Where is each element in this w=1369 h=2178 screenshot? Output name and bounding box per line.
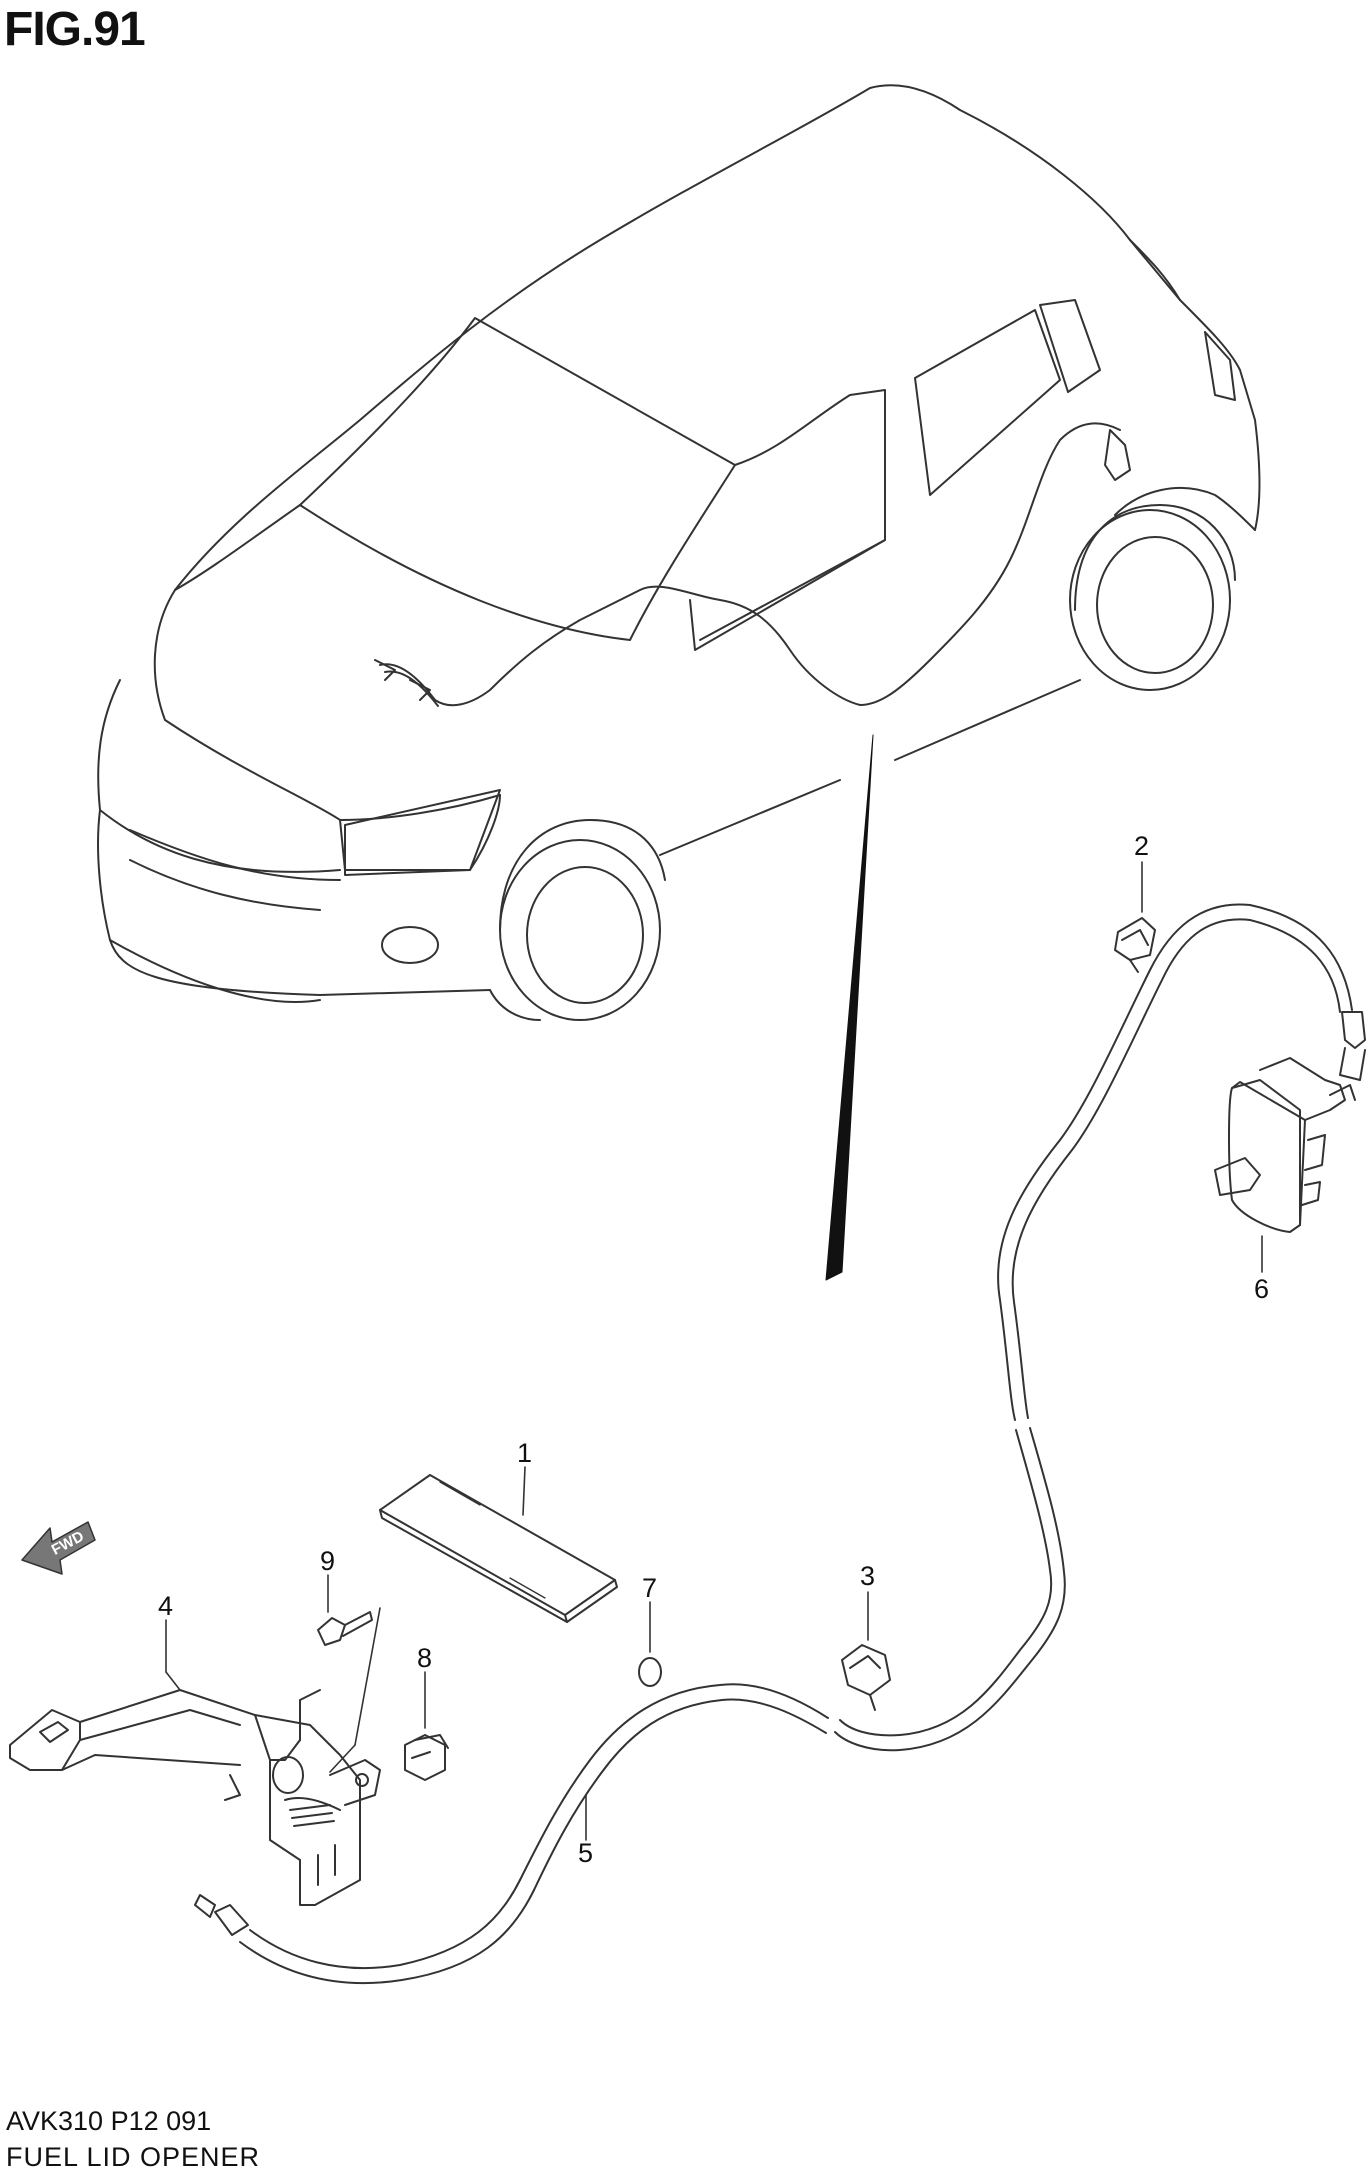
callout-4: 4 [158,1591,173,1621]
part-7-grommet [638,1657,662,1687]
figure-title: FIG.91 [4,3,146,56]
callout-3: 3 [860,1561,875,1591]
figure-caption: FUEL LID OPENER [6,2142,261,2172]
part-6-opener [1214,1057,1356,1233]
figure-code: AVK310 P12 091 [6,2106,212,2136]
vehicle-illustration [97,84,1261,1021]
callout-9: 9 [320,1546,335,1576]
part-5-cable [194,903,1366,1985]
part-9-screw [317,1611,373,1646]
callout-5: 5 [578,1838,593,1868]
callout-6: 6 [1254,1274,1269,1304]
callout-2: 2 [1134,831,1149,861]
leader-wedge [825,734,874,1281]
part-3-clip [841,1644,891,1711]
part-2-clip [1114,917,1156,973]
callout-8: 8 [417,1643,432,1673]
forward-arrow-icon: FWD [21,1521,96,1575]
part-4-lever [9,1689,381,1906]
callout-7: 7 [642,1573,657,1603]
part-1-pad [379,1474,618,1623]
callout-1: 1 [517,1438,532,1468]
part-8-bushing [404,1734,449,1781]
callout-labels: 1 2 3 4 5 6 7 8 9 [158,831,1269,1868]
